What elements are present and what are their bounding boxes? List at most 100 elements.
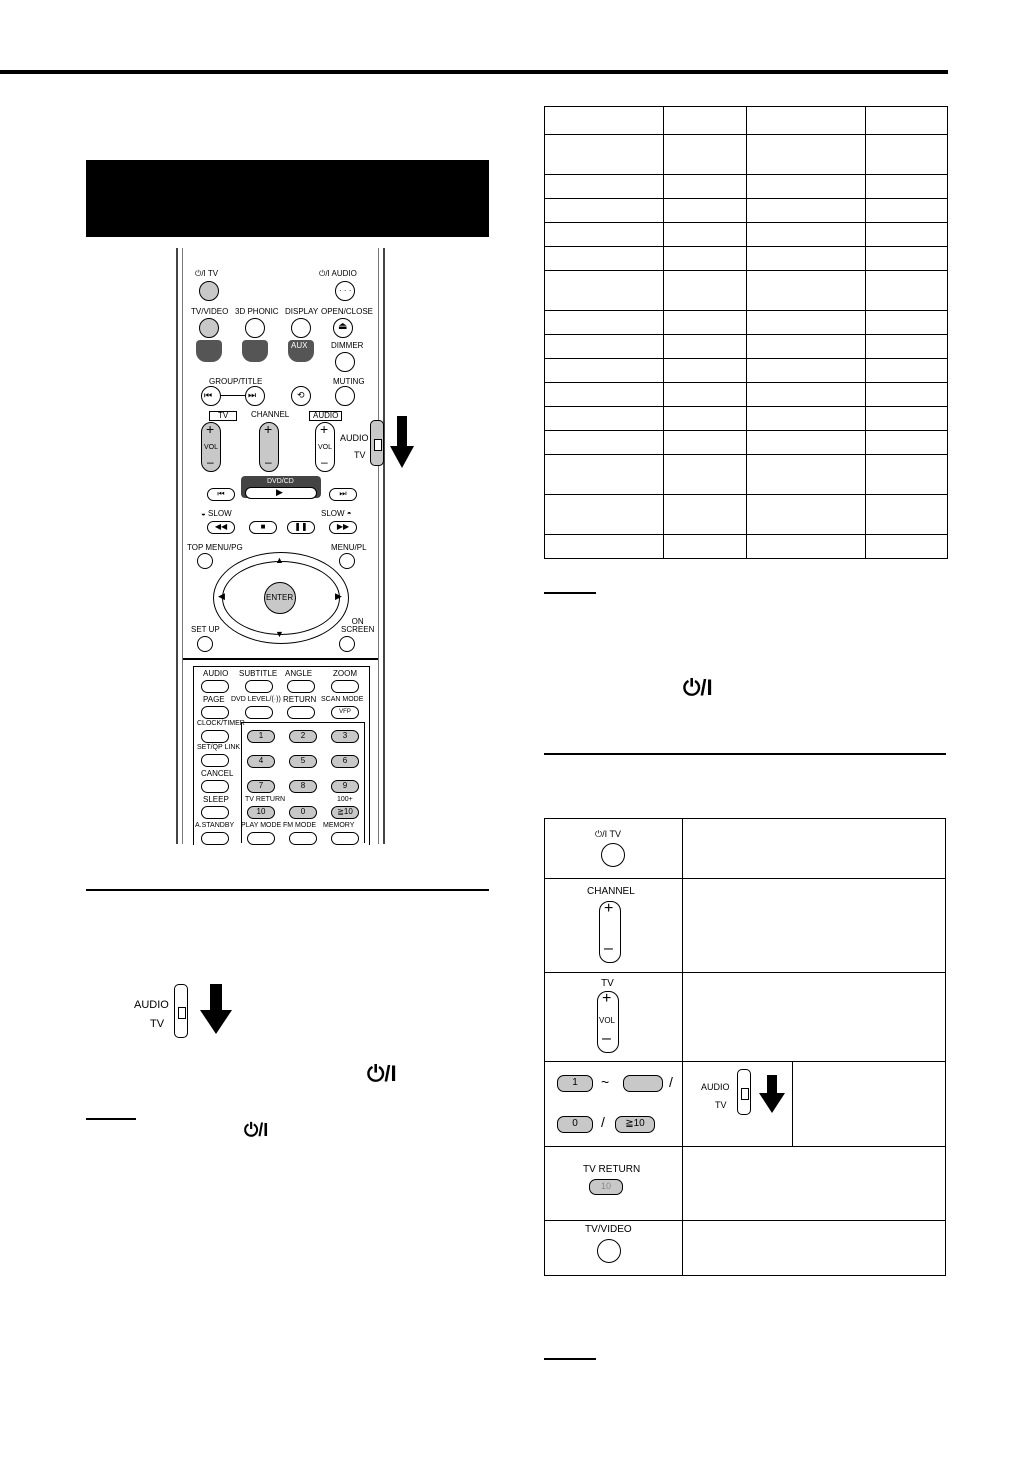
3d-phonic-button[interactable] <box>245 318 265 338</box>
next-chapter-button[interactable]: ⏭ <box>329 488 357 501</box>
memory-button[interactable] <box>331 832 359 845</box>
note-underline-right <box>544 592 596 594</box>
audio-volume-rocker[interactable]: + VOL – <box>315 421 335 472</box>
label-on-screen: ON SCREEN <box>341 617 375 634</box>
skip-forward-icon: ⏭ <box>339 489 347 498</box>
connector-line <box>221 395 245 396</box>
muting-button[interactable] <box>335 386 355 406</box>
stop-icon: ■ <box>260 522 266 531</box>
page-button[interactable] <box>201 706 229 719</box>
on-screen-button[interactable] <box>339 636 355 652</box>
label-switch-audio: AUDIO <box>340 433 369 443</box>
audio-tv-switch[interactable] <box>370 420 384 466</box>
pause-icon: ❚❚ <box>294 522 308 531</box>
label-display: DISPLAY <box>285 307 319 316</box>
label-tv-return: TV RETURN <box>245 796 286 803</box>
set-up-button[interactable] <box>197 636 213 652</box>
num-key-9[interactable]: 9 <box>331 780 359 793</box>
dvd-level-button[interactable] <box>245 706 273 719</box>
num-key-6[interactable]: 6 <box>331 755 359 768</box>
section-banner <box>86 160 489 237</box>
label-muting: MUTING <box>333 377 365 386</box>
label-menu-pl: MENU/PL <box>331 543 367 552</box>
num-key-10[interactable]: 10 <box>247 806 275 819</box>
num-key-5[interactable]: 5 <box>289 755 317 768</box>
label-fm-mode: FM MODE <box>283 822 317 829</box>
label-100-plus: 100+ <box>337 796 353 803</box>
label-group-title: GROUP/TITLE <box>209 377 263 386</box>
fn-key-0: 0 <box>557 1116 593 1133</box>
play-button[interactable]: ▶ <box>245 487 317 499</box>
pause-button[interactable]: ❚❚ <box>287 521 315 534</box>
audio-power-button[interactable]: · · · <box>335 281 355 301</box>
label-slash-1: / <box>669 1074 673 1090</box>
navigation-ring[interactable]: ▲ ▼ ◀ ▶ ENTER <box>213 552 349 644</box>
a-standby-button[interactable] <box>201 832 229 845</box>
clock-timer-button[interactable] <box>201 730 229 743</box>
slow-forward-button[interactable]: ▶▶ <box>329 521 357 534</box>
fn-tv-volume-rocker: + VOL – <box>597 990 619 1053</box>
label-clock-timer: CLOCK/TIMER <box>197 720 245 727</box>
stop-button[interactable]: ■ <box>249 521 277 534</box>
prev-chapter-button[interactable]: ⏮ <box>207 488 235 501</box>
display-button[interactable] <box>291 318 311 338</box>
label-power-audio: ⏻/I AUDIO <box>319 269 357 278</box>
tv-power-button[interactable] <box>199 281 219 301</box>
label-tv-rocker: TV <box>209 411 238 421</box>
label-dvd-cd: DVD/CD <box>267 478 294 485</box>
down-arrow-icon[interactable]: ▼ <box>275 629 284 639</box>
num-key-7[interactable]: 7 <box>247 780 275 793</box>
group-title-next-button[interactable]: ⏭ <box>245 386 265 406</box>
code-table <box>544 106 948 559</box>
left-arrow-icon[interactable]: ◀ <box>218 591 225 601</box>
source-button-2[interactable] <box>242 340 268 362</box>
group-title-prev-button[interactable]: ⏮ <box>201 386 221 406</box>
power-icon-1: ⏻/I <box>367 1061 397 1086</box>
set-qp-link-button[interactable] <box>201 754 229 767</box>
label-dvd-level: DVD LEVEL/(·)) <box>231 696 281 703</box>
subtitle-button[interactable] <box>245 680 273 693</box>
angle-button[interactable] <box>287 680 315 693</box>
back-button[interactable]: ⟲ <box>291 386 311 406</box>
dimmer-button[interactable] <box>335 352 355 372</box>
open-close-button[interactable]: ⏏ <box>333 318 353 338</box>
num-key-3[interactable]: 3 <box>331 730 359 743</box>
audio-button[interactable] <box>201 680 229 693</box>
source-button-1[interactable] <box>196 340 222 362</box>
dvd-cd-panel: DVD/CD ▶ <box>241 476 321 499</box>
top-menu-button[interactable] <box>197 553 213 569</box>
num-key-ge10[interactable]: ≧10 <box>331 806 359 819</box>
right-arrow-icon[interactable]: ▶ <box>335 591 342 601</box>
label-audio-rocker: AUDIO <box>309 411 343 421</box>
label-dimmer: DIMMER <box>331 341 364 350</box>
channel-rocker[interactable]: + – <box>259 421 279 472</box>
slow-reverse-button[interactable]: ◀◀ <box>207 521 235 534</box>
left-section-rule <box>86 889 489 891</box>
aux-button[interactable]: AUX <box>288 340 314 362</box>
label-audio-lower: AUDIO <box>203 669 229 678</box>
return-button[interactable] <box>287 706 315 719</box>
label-tv-return-fn: TV RETURN <box>583 1164 641 1175</box>
num-key-8[interactable]: 8 <box>289 780 317 793</box>
function-table: ⏻/I TV CHANNEL + – TV + VOL – 1 ~ / 0 / … <box>544 818 946 1276</box>
zoom-button[interactable] <box>331 680 359 693</box>
cancel-button[interactable] <box>201 780 229 793</box>
tv-volume-rocker[interactable]: + VOL – <box>201 421 221 472</box>
menu-pl-button[interactable] <box>339 553 355 569</box>
vfp-button[interactable]: VFP <box>331 706 359 719</box>
power-icon-2: ⏻/I <box>244 1120 269 1140</box>
label-enter: ENTER <box>266 593 294 602</box>
num-key-0[interactable]: 0 <box>289 806 317 819</box>
tv-video-button[interactable] <box>199 318 219 338</box>
label-set-up: SET UP <box>191 625 220 634</box>
num-key-4[interactable]: 4 <box>247 755 275 768</box>
enter-button[interactable]: ENTER <box>264 582 296 614</box>
fn-key-blank <box>623 1075 663 1092</box>
up-arrow-icon[interactable]: ▲ <box>275 555 284 565</box>
num-key-2[interactable]: 2 <box>289 730 317 743</box>
sleep-button[interactable] <box>201 806 229 819</box>
label-cancel: CANCEL <box>201 769 234 778</box>
play-mode-button[interactable] <box>247 832 275 845</box>
fm-mode-button[interactable] <box>289 832 317 845</box>
num-key-1[interactable]: 1 <box>247 730 275 743</box>
